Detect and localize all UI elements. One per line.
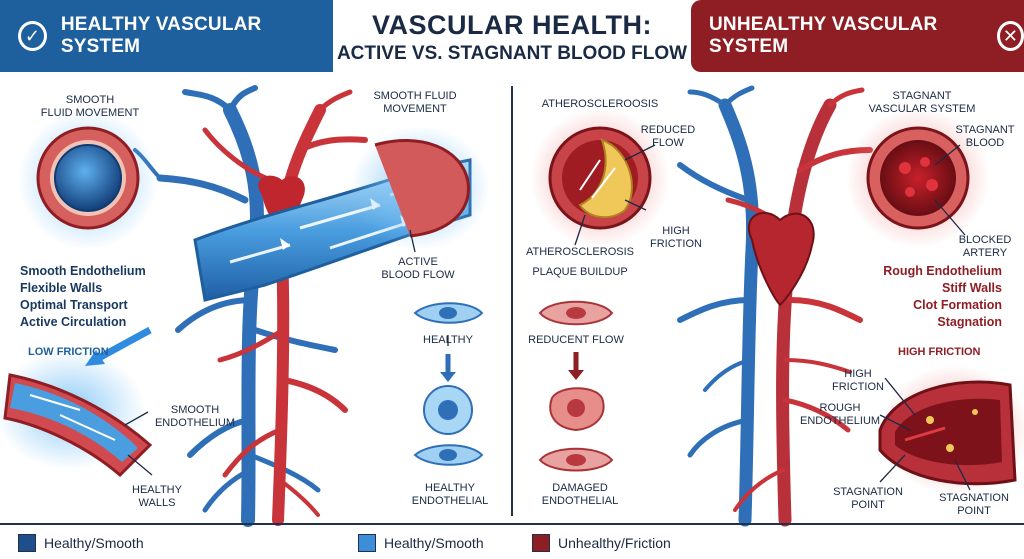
label-atherosclerosis-top: ATHEROSCLEROOSIS <box>541 98 659 110</box>
label-atherosclerosis: ATHEROSCLEROSIS <box>526 246 634 258</box>
feature-item: Optimal Transport <box>20 298 128 312</box>
legend-swatch <box>18 534 36 552</box>
footer-divider <box>0 523 1024 525</box>
x-icon: ✕ <box>996 21 1024 51</box>
legend-label: Unhealthy/Friction <box>558 535 671 551</box>
label-high-friction-small: HIGH FRICTION <box>650 225 702 250</box>
legend-item-healthy-dark: Healthy/Smooth <box>18 534 144 552</box>
label-stagnant-system: STAGNANT VASCULAR SYSTEM <box>868 90 976 115</box>
label-healthy-cell: HEALTHY <box>423 334 473 346</box>
high-friction-tag: HIGH FRICTION <box>898 346 981 358</box>
label-reduced-flow: REDUCED FLOW <box>640 124 696 149</box>
feature-item: Stiff Walls <box>942 281 1002 295</box>
label-rough-endothelium: ROUGH ENDOTHELIUM <box>800 402 881 427</box>
feature-item: Flexible Walls <box>20 281 103 295</box>
label-blocked-artery: BLOCKED ARTERY <box>958 234 1012 259</box>
page-title: VASCULAR HEALTH: <box>372 10 652 40</box>
label-healthy-endothelial: HEALTHY ENDOTHELIAL <box>411 482 489 507</box>
legend-label: Healthy/Smooth <box>384 535 484 551</box>
healthy-header-label: HEALTHY VASCULAR SYSTEM <box>60 14 262 57</box>
page-subtitle: ACTIVE VS. STAGNANT BLOOD FLOW <box>336 43 688 64</box>
healthy-header-banner: ✓ HEALTHY VASCULAR SYSTEM <box>0 0 333 72</box>
unhealthy-vessel-tree <box>677 85 873 527</box>
label-stagnant-blood: STAGNANT BLOOD <box>955 124 1015 149</box>
feature-item: Rough Endothelium <box>883 264 1002 278</box>
label-plaque-buildup: PLAQUE BUILDUP <box>532 266 628 278</box>
legend-label: Healthy/Smooth <box>44 535 144 551</box>
unhealthy-header-label: UNHEALTHY VASCULAR SYSTEM <box>709 14 938 57</box>
check-icon: ✓ <box>18 21 47 51</box>
healthy-vessel-tree <box>133 85 368 527</box>
feature-item: Stagnation <box>937 315 1002 329</box>
feature-item: Smooth Endothelium <box>20 264 146 278</box>
label-active-blood-flow: ACTIVE BLOOD FLOW <box>381 256 455 281</box>
legend-swatch <box>532 534 550 552</box>
label-stagnation-point-2: STAGNATION POINT <box>939 492 1009 517</box>
legend-item-unhealthy: Unhealthy/Friction <box>532 534 671 552</box>
center-divider <box>511 86 513 516</box>
label-healthy-walls: HEALTHY WALLS <box>132 484 182 509</box>
label-smooth-fluid-right: SMOOTH FLUID MOVEMENT <box>373 90 457 115</box>
feature-item: Active Circulation <box>20 315 127 329</box>
label-stagnation-point-1: STAGNATION POINT <box>833 486 903 511</box>
label-smooth-fluid-left: SMOOTH FLUID MOVEMENT <box>40 94 140 119</box>
unhealthy-header-banner: UNHEALTHY VASCULAR SYSTEM ✕ <box>691 0 1024 72</box>
low-friction-tag: LOW FRICTION <box>28 346 109 358</box>
label-smooth-endothelium: SMOOTH ENDOTHELIUM <box>154 404 236 429</box>
label-high-friction: HIGH FRICTION <box>832 368 884 393</box>
unhealthy-heart <box>747 211 815 307</box>
unhealthy-feature-list: Rough Endothelium Stiff Walls Clot Forma… <box>883 263 1002 331</box>
label-reducent-flow: REDUCENT FLOW <box>528 334 624 346</box>
feature-item: Clot Formation <box>913 298 1002 312</box>
legend-swatch <box>358 534 376 552</box>
healthy-heart <box>258 175 305 232</box>
legend-item-healthy-light: Healthy/Smooth <box>358 534 484 552</box>
healthy-feature-list: Smooth Endothelium Flexible Walls Optima… <box>20 263 146 331</box>
label-damaged-endothelial: DAMAGED ENDOTHELIAL <box>541 482 619 507</box>
